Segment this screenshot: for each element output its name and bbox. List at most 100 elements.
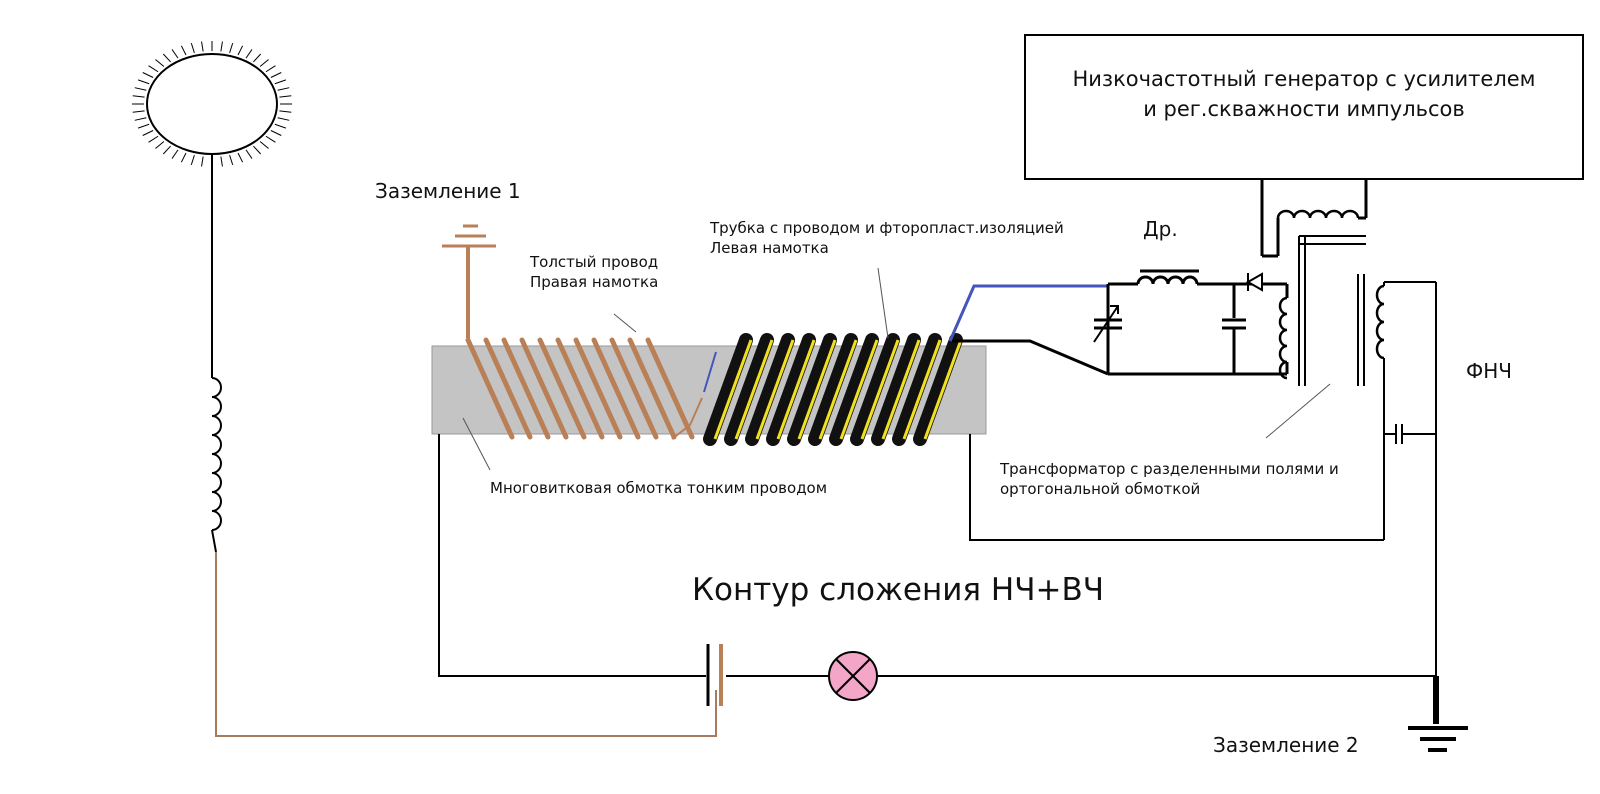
thick-wire-line2: Правая намотка	[530, 273, 659, 292]
tube-turn	[892, 333, 942, 446]
multiturn-winding-label: Многовитковая обмотка тонким проводом	[490, 479, 828, 497]
sphere-ray	[180, 152, 187, 163]
sphere-ray	[134, 117, 147, 121]
tube-turn	[724, 333, 774, 446]
copper-turn	[483, 337, 533, 440]
transformer	[1260, 178, 1436, 540]
transformer-return-wire	[969, 434, 1384, 541]
choke-label: Др.	[1143, 217, 1178, 241]
lpf-circuit	[1384, 282, 1437, 676]
ground-1-label: Заземление 1	[375, 179, 521, 203]
tube-insulation-stripe	[734, 339, 774, 440]
winding-link	[671, 397, 703, 440]
tube-insulation-stripe	[755, 339, 795, 440]
copper-turn	[573, 337, 623, 440]
sphere-ray	[190, 42, 195, 53]
lf-generator-box: Низкочастотный генератор с усилителем и …	[1024, 34, 1584, 180]
tube-turn	[871, 333, 921, 446]
lpf-label: ФНЧ	[1466, 359, 1512, 383]
sphere-ray	[201, 156, 204, 167]
sphere-ray	[220, 156, 223, 167]
thick-wire-label: Толстый провод Правая намотка	[530, 252, 658, 293]
copper-turn	[591, 337, 641, 440]
sphere-ray	[270, 72, 282, 78]
sphere-ray	[155, 59, 165, 67]
thick-wire-line1: Толстый провод	[530, 253, 659, 271]
sphere-ray	[137, 123, 150, 129]
tube-turn	[829, 333, 879, 446]
sphere-ray	[265, 65, 276, 73]
sphere-ray	[229, 155, 234, 166]
sphere-ray	[274, 123, 287, 129]
sphere-ray	[279, 110, 292, 113]
transformer-line2: ортогональной обмоткой	[1000, 480, 1201, 499]
coil-lead	[211, 529, 217, 553]
sphere-ray	[245, 49, 253, 59]
tube-line2: Левая намотка	[710, 239, 829, 258]
copper-turn	[519, 337, 569, 440]
lf-generator-line1: Низкочастотный генератор с усилителем	[1072, 67, 1536, 91]
sphere-ray	[171, 149, 179, 159]
sphere-ray	[148, 135, 159, 143]
tube-turn	[913, 333, 963, 446]
tube-insulation-stripe	[923, 339, 963, 440]
sphere-ray	[277, 87, 290, 91]
copper-turn	[609, 337, 659, 440]
summing-capacitor	[706, 644, 723, 706]
tube-turn	[850, 333, 900, 446]
antenna-sphere	[132, 41, 292, 167]
copper-turn	[501, 337, 551, 440]
sphere-ray	[259, 59, 269, 67]
tube-insulation-stripe	[881, 339, 921, 440]
summing-loop-label: Контур сложения НЧ+ВЧ	[692, 572, 1104, 608]
tube-lead-black	[952, 339, 1109, 376]
tube-insulation-stripe	[902, 339, 942, 440]
tube-insulation-stripe	[776, 339, 816, 440]
annotation-leaders	[462, 267, 1331, 471]
tube-insulation-stripe	[839, 339, 879, 440]
blue-link-arrow	[703, 351, 717, 393]
copper-turn	[555, 337, 605, 440]
sphere-ray	[155, 141, 165, 149]
summing-loop-wire	[438, 434, 1436, 677]
transformer-label: Трансформатор с разделенными полями и ор…	[1000, 459, 1339, 500]
ground-2-label: Заземление 2	[1213, 733, 1359, 757]
sphere-ray	[279, 95, 292, 98]
tube-insulation-stripe	[860, 339, 900, 440]
sphere-ray	[220, 41, 223, 52]
sphere-ray	[132, 110, 145, 113]
sphere-ray	[142, 130, 154, 136]
indicator-lamp	[828, 651, 878, 701]
copper-turn	[537, 337, 587, 440]
sphere-ray	[229, 42, 234, 53]
sphere-ray	[274, 79, 287, 85]
sphere-ray	[162, 145, 171, 155]
sphere-ray	[253, 145, 262, 155]
tube-insulation-stripe	[797, 339, 837, 440]
sphere-ray	[259, 141, 269, 149]
sphere-ray	[132, 95, 145, 98]
thick-wire-winding	[465, 337, 695, 440]
choke-coil	[1136, 275, 1199, 285]
diode	[1245, 272, 1263, 292]
sphere-ray	[270, 130, 282, 136]
copper-turn	[627, 337, 677, 440]
sphere-ray	[148, 65, 159, 73]
sphere-ray	[142, 72, 154, 78]
sphere-ray	[137, 79, 150, 85]
antenna-return-wire	[215, 552, 717, 737]
tube-turn	[745, 333, 795, 446]
sphere-ray	[134, 87, 147, 91]
sphere-ray	[201, 41, 204, 52]
sphere-ray	[190, 155, 195, 166]
tube-label: Трубка с проводом и фторопласт.изоляцией…	[710, 218, 1064, 259]
sphere-ray	[253, 53, 262, 63]
tube-turn	[703, 333, 753, 446]
lf-generator-label: Низкочастотный генератор с усилителем и …	[1026, 64, 1582, 125]
sphere-ray	[171, 49, 179, 59]
antenna-coil	[211, 377, 222, 531]
tube-insulation-stripe	[818, 339, 858, 440]
insulated-tube-winding	[703, 333, 963, 446]
sphere-ray	[265, 135, 276, 143]
tube-turn	[766, 333, 816, 446]
